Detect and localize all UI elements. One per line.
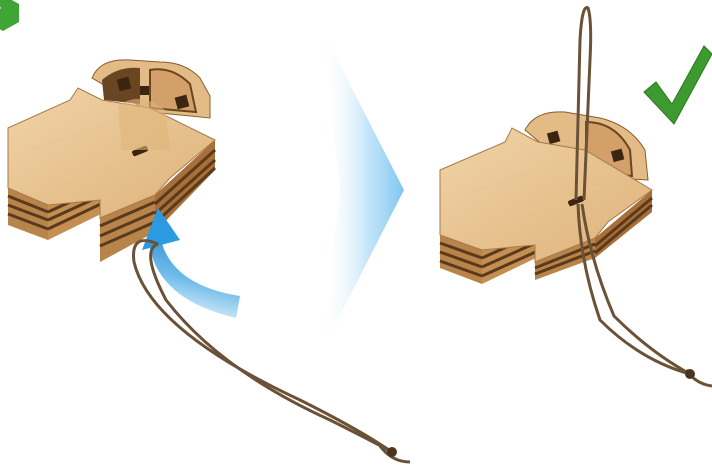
wooden-part-after	[440, 112, 652, 284]
curved-arrow-up-icon	[142, 208, 240, 318]
wooden-part-before	[8, 60, 215, 262]
chevron-right-icon	[322, 30, 404, 350]
step-number: 4	[0, 0, 6, 16]
check-mark-icon	[644, 46, 712, 124]
step-badge: 4	[0, 0, 20, 32]
